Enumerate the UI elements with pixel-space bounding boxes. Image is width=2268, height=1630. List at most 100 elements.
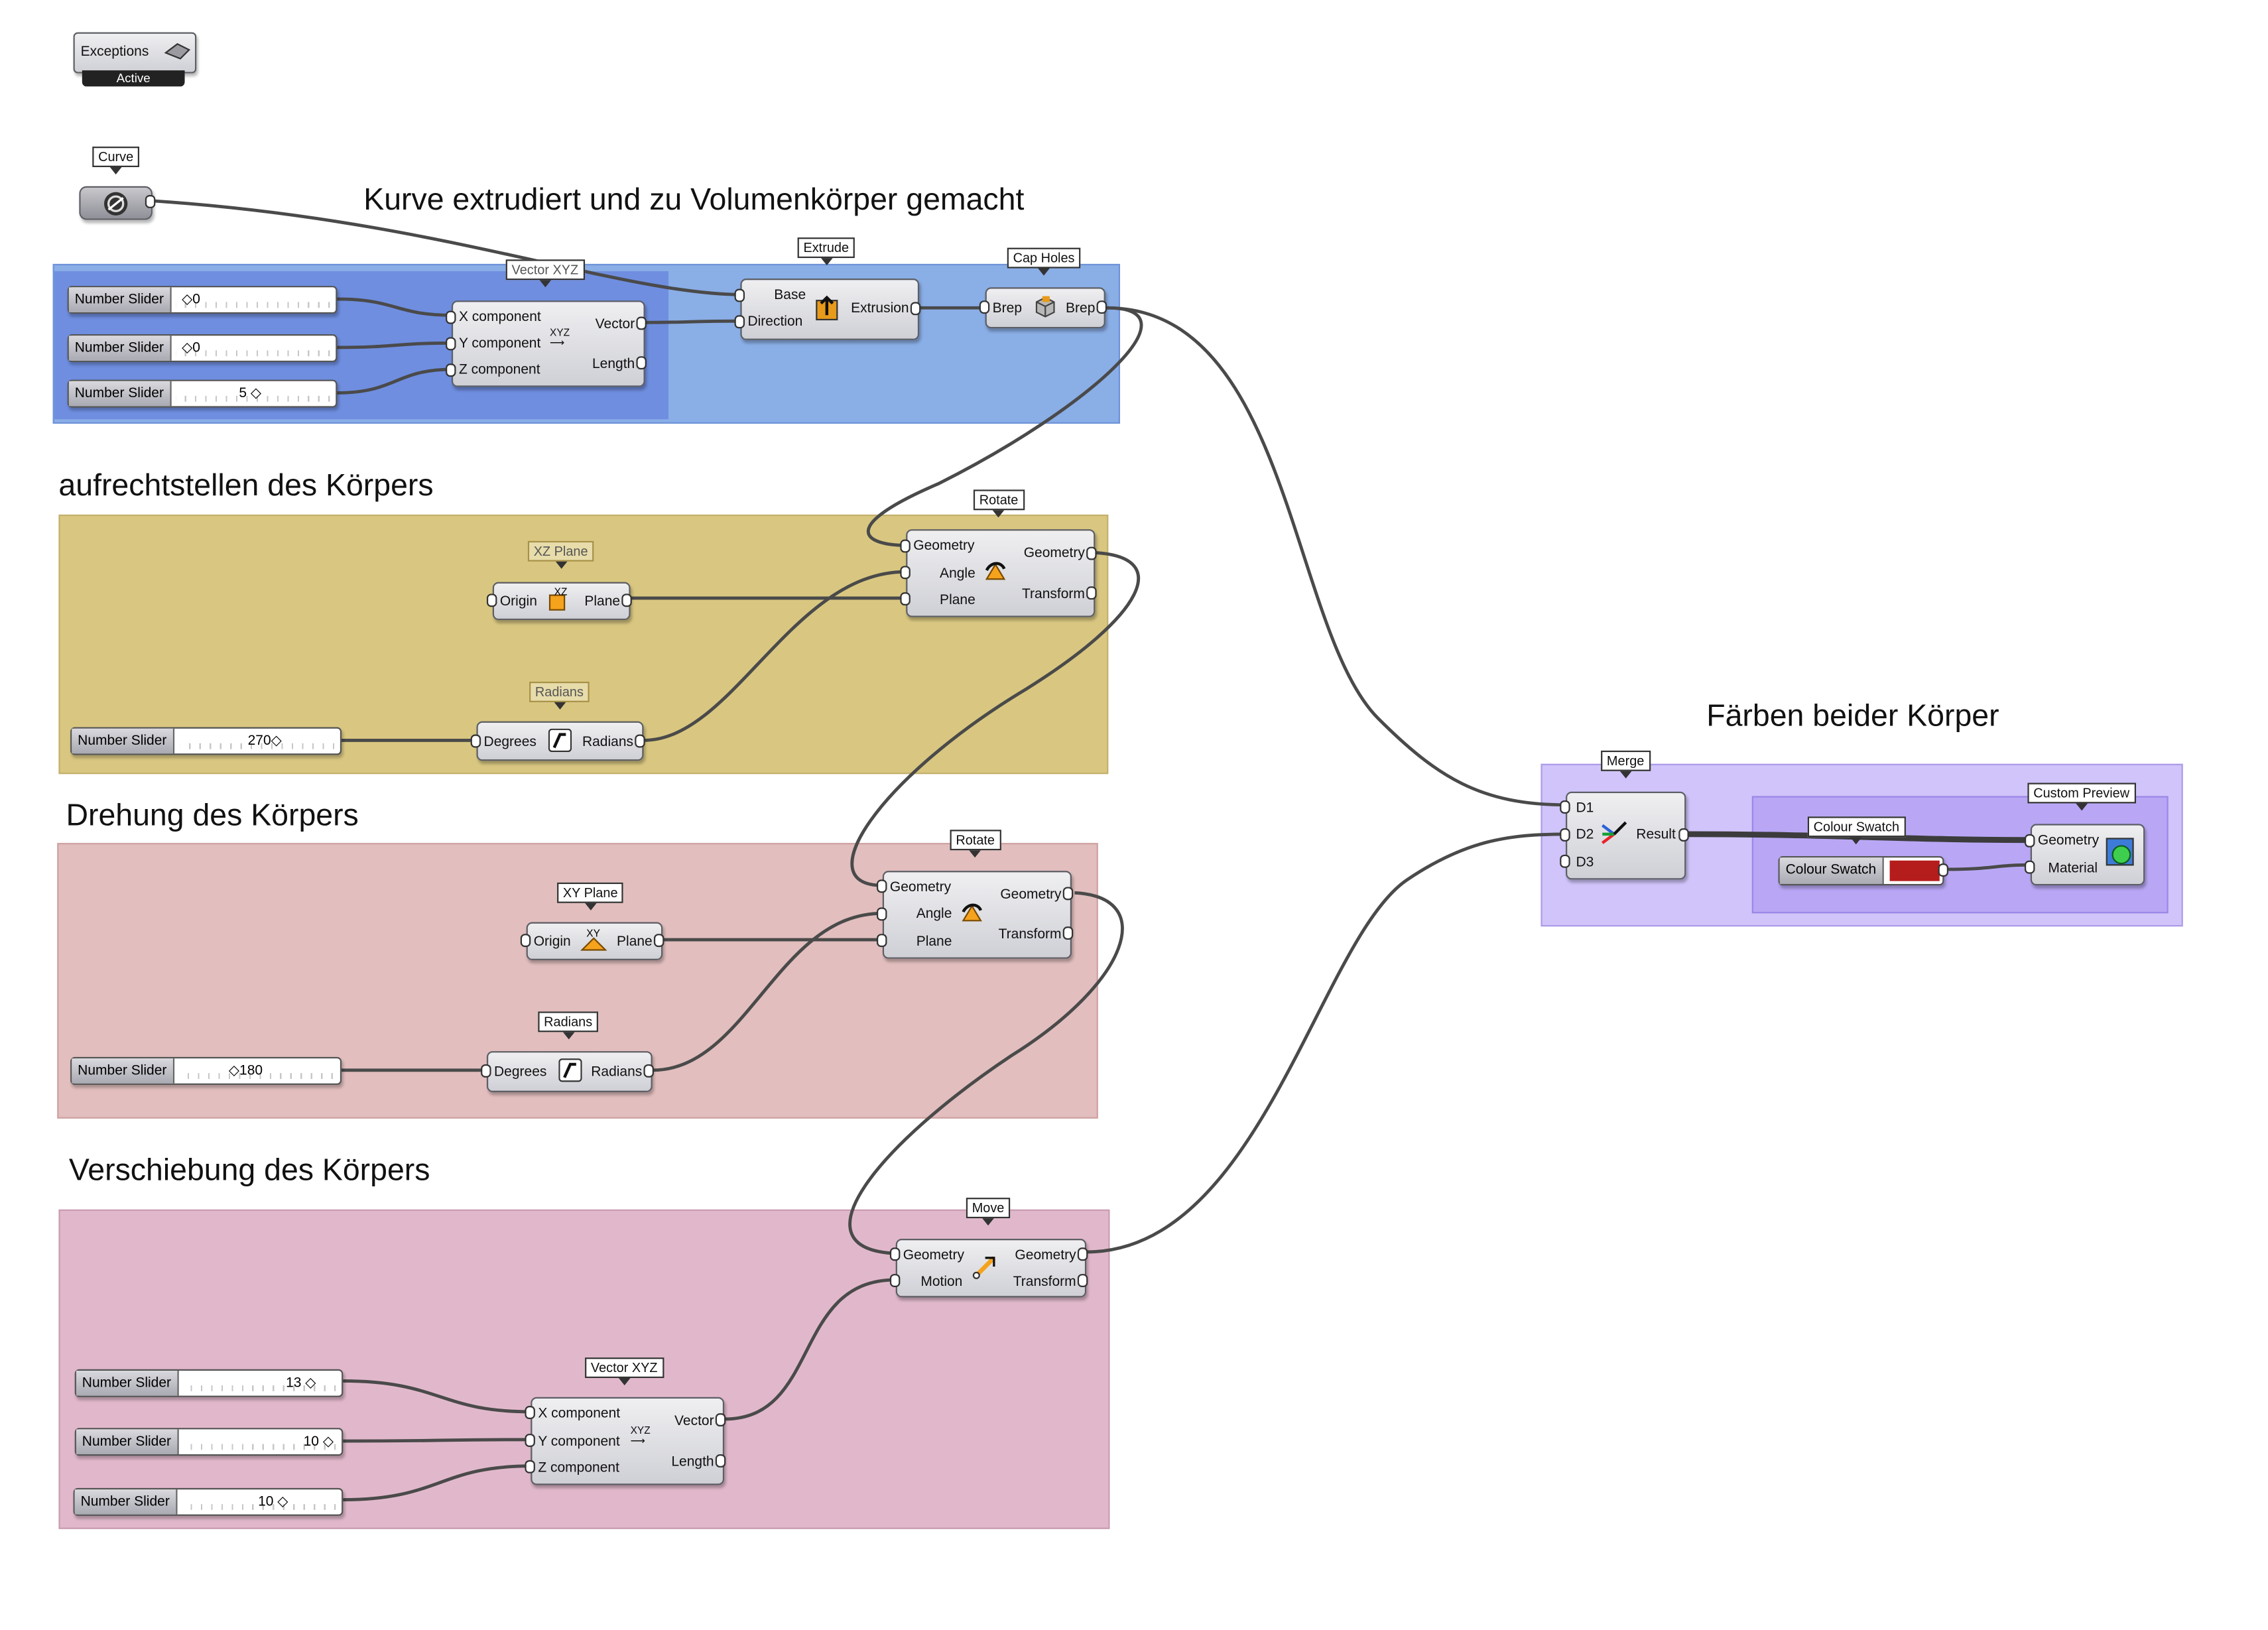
vector2-port-y[interactable]	[525, 1434, 535, 1447]
rotate2-port-angle[interactable]	[876, 907, 887, 921]
vector1-port-z[interactable]	[446, 363, 456, 377]
xy-plane-port-in[interactable]	[520, 934, 531, 948]
move-component[interactable]: Geometry Motion Geometry Transform	[895, 1239, 1087, 1298]
rotate2-port-geometry-out[interactable]	[1062, 887, 1074, 901]
move-port-geometry-out[interactable]	[1077, 1247, 1088, 1261]
colour-swatch-label: Colour Swatch	[1779, 857, 1884, 885]
vector1-port-length[interactable]	[636, 356, 647, 370]
rotate1-tag: Rotate	[973, 489, 1025, 518]
rotate1-port-angle[interactable]	[900, 566, 911, 580]
svg-text:XY: XY	[586, 928, 600, 940]
rotate2-port-transform-out[interactable]	[1062, 926, 1074, 940]
rotate1-port-plane[interactable]	[900, 592, 911, 606]
slider-3-track[interactable]	[176, 381, 330, 407]
merge-port-d2[interactable]	[1560, 828, 1570, 842]
extrude-component[interactable]: Base Direction Extrusion	[740, 279, 920, 340]
vector1-vector-output: Vector	[595, 316, 635, 333]
xy-plane-origin-input: Origin	[533, 934, 571, 950]
merge-component[interactable]: D1 D2 D3 Result	[1566, 791, 1686, 880]
preview-port-material[interactable]	[2024, 860, 2035, 874]
number-slider-6[interactable]: Number Slider 13 ◇	[74, 1369, 344, 1397]
vector2-port-length[interactable]	[715, 1454, 726, 1468]
extrude-port-direction[interactable]	[734, 315, 745, 329]
colour-swatch[interactable]: Colour Swatch	[1778, 856, 1944, 886]
vector-xyz-icon: XYZ⟶	[550, 328, 570, 349]
vector-xyz-component-1[interactable]: X component Y component Z component Vect…	[451, 300, 645, 387]
custom-preview-component[interactable]: Geometry Material	[2030, 824, 2145, 886]
extrude-port-base[interactable]	[734, 288, 745, 302]
slider-7-track[interactable]	[182, 1429, 336, 1455]
radians2-tag: Radians	[538, 1011, 599, 1040]
slider-6-track[interactable]	[182, 1371, 336, 1396]
vector2-z-input: Z component	[538, 1460, 619, 1477]
rotate-component-1[interactable]: Geometry Angle Plane Geometry Transform	[906, 529, 1096, 617]
cap-holes-port-in[interactable]	[979, 300, 990, 314]
rotate2-transform-output: Transform	[998, 926, 1062, 943]
xz-plane-port-out[interactable]	[621, 594, 632, 607]
merge-icon	[1600, 820, 1629, 853]
radians2-radians-output: Radians	[591, 1064, 643, 1081]
number-slider-3[interactable]: Number Slider 5 ◇	[67, 379, 338, 408]
cap-holes-port-out[interactable]	[1096, 300, 1107, 314]
curve-param[interactable]	[79, 186, 153, 220]
number-slider-7[interactable]: Number Slider 10 ◇	[74, 1428, 344, 1456]
number-slider-8[interactable]: Number Slider 10 ◇	[73, 1487, 344, 1516]
number-slider-1[interactable]: Number Slider ◇0	[67, 286, 338, 314]
vector2-port-z[interactable]	[525, 1460, 535, 1473]
vector2-port-x[interactable]	[525, 1406, 535, 1419]
group-title-extrude: Kurve extrudiert und zu Volumenkörper ge…	[363, 183, 1025, 218]
number-slider-2[interactable]: Number Slider ◇0	[67, 334, 338, 363]
rotate2-geometry-output: Geometry	[1000, 887, 1062, 903]
colour-swatch-port-out[interactable]	[1938, 863, 1949, 877]
rotate2-port-geometry[interactable]	[876, 879, 887, 893]
preview-port-geometry[interactable]	[2024, 834, 2035, 847]
xy-plane-port-out[interactable]	[653, 934, 664, 948]
move-port-motion[interactable]	[889, 1274, 901, 1287]
exceptions-component[interactable]: Exceptions	[73, 32, 197, 74]
curve-output-port[interactable]	[145, 195, 156, 208]
rotate1-port-transform-out[interactable]	[1086, 586, 1097, 600]
move-port-transform-out[interactable]	[1077, 1274, 1088, 1287]
merge-port-result[interactable]	[1678, 828, 1689, 842]
vector1-port-y[interactable]	[446, 337, 456, 351]
rotate-component-2[interactable]: Geometry Angle Plane Geometry Transform	[882, 871, 1072, 959]
number-slider-4[interactable]: Number Slider 270◇	[70, 727, 342, 755]
cap-holes-icon	[1034, 294, 1057, 322]
vector1-port-x[interactable]	[446, 310, 456, 324]
rotate1-port-geometry-out[interactable]	[1086, 546, 1097, 560]
colour-swatch-color[interactable]	[1889, 860, 1940, 881]
merge-port-d1[interactable]	[1560, 800, 1570, 814]
radians2-port-out[interactable]	[643, 1064, 654, 1078]
cap-holes-component[interactable]: Brep Brep	[985, 287, 1105, 329]
xy-plane-component[interactable]: Origin Plane XY	[526, 922, 663, 961]
slider-5-label: Number Slider	[72, 1058, 174, 1084]
vector1-x-input: X component	[458, 309, 541, 326]
move-port-geometry[interactable]	[889, 1247, 901, 1261]
slider-2-track[interactable]	[176, 336, 330, 361]
radians1-port-in[interactable]	[470, 734, 481, 748]
extrude-direction-input: Direction	[747, 314, 803, 330]
merge-port-d3[interactable]	[1560, 854, 1570, 868]
vector1-port-vector[interactable]	[636, 316, 647, 330]
slider-8-track[interactable]	[182, 1489, 336, 1515]
vector-xyz-component-2[interactable]: X component Y component Z component Vect…	[531, 1397, 725, 1485]
slider-6-label: Number Slider	[76, 1371, 179, 1396]
extrude-port-extrusion[interactable]	[910, 302, 921, 316]
rotate2-port-plane[interactable]	[876, 934, 887, 948]
number-slider-5[interactable]: Number Slider ◇180	[70, 1056, 342, 1085]
vector2-vector-output: Vector	[674, 1413, 714, 1430]
radians-component-2[interactable]: Degrees Radians	[486, 1051, 653, 1092]
slider-1-value: ◇0	[182, 291, 201, 308]
radians1-port-out[interactable]	[635, 734, 645, 748]
slider-4-track[interactable]	[180, 728, 335, 754]
xz-plane-component[interactable]: Origin Plane XZ	[492, 582, 631, 621]
xz-plane-port-in[interactable]	[486, 594, 497, 607]
slider-1-track[interactable]	[176, 287, 330, 312]
radians2-port-in[interactable]	[481, 1064, 491, 1078]
vector2-port-vector[interactable]	[715, 1413, 726, 1427]
group-title-color: Färben beider Körper	[1706, 699, 1999, 733]
rotate1-port-geometry[interactable]	[900, 539, 911, 553]
slider-5-track[interactable]	[178, 1058, 335, 1084]
radians-component-1[interactable]: Degrees Radians	[476, 721, 644, 761]
